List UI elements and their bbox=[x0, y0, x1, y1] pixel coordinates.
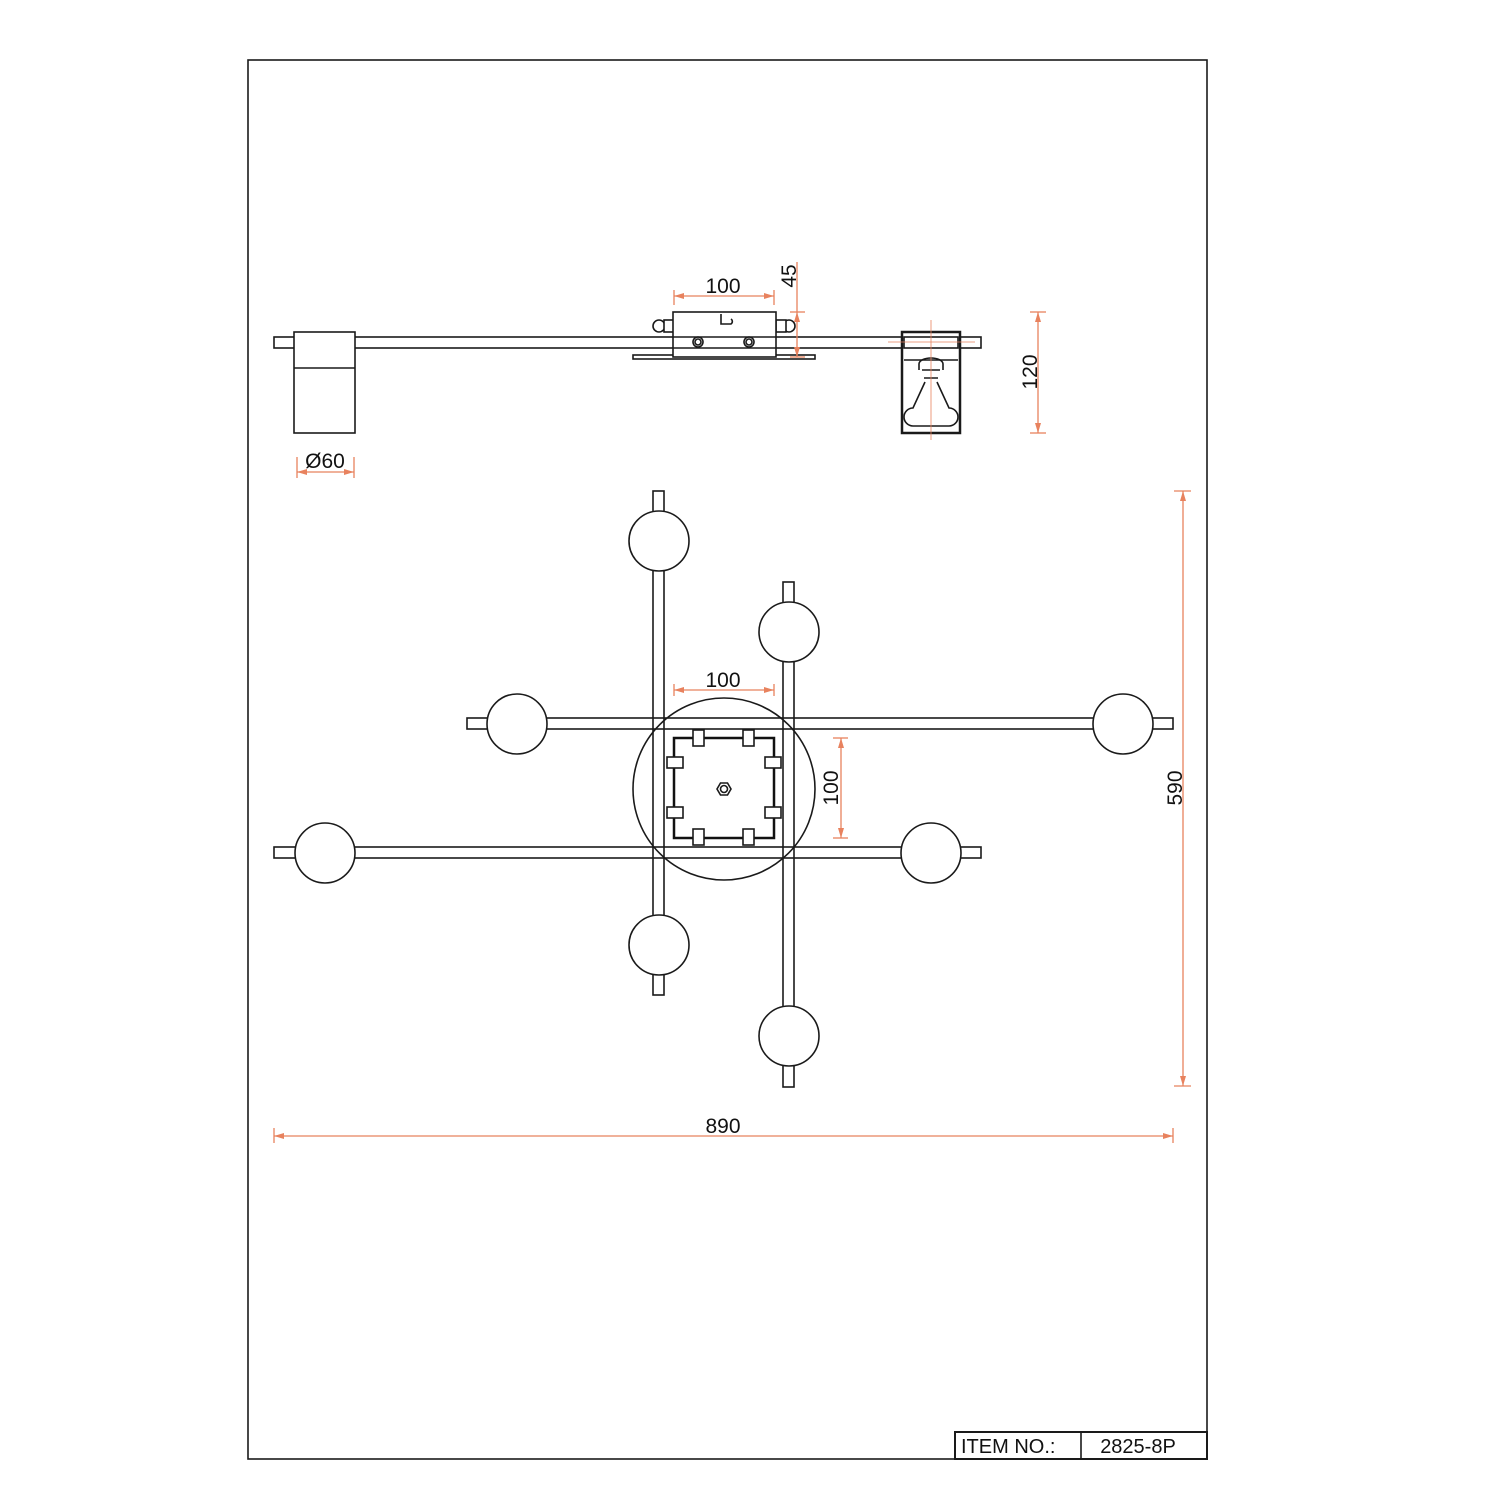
spot-heads bbox=[294, 510, 1154, 1067]
dim-label: 45 bbox=[778, 264, 801, 287]
dim-spot-diameter: Ø60 bbox=[296, 450, 355, 478]
plan-view bbox=[273, 490, 1174, 1088]
dim-label: 590 bbox=[1164, 770, 1187, 805]
dim-plate-width: 100 bbox=[673, 669, 775, 696]
arm-vertical-left bbox=[652, 490, 665, 996]
dim-plate-height: 100 bbox=[820, 737, 848, 839]
dim-label: 120 bbox=[1019, 354, 1042, 389]
item-no-value: 2825-8P bbox=[1100, 1436, 1176, 1458]
arm-vertical-right bbox=[782, 581, 795, 1088]
right-spot-with-bulb bbox=[888, 320, 975, 440]
dim-overall-height: 590 bbox=[1164, 490, 1191, 1087]
item-no-label: ITEM NO.: bbox=[961, 1436, 1055, 1458]
left-spot-cylinder bbox=[293, 331, 356, 434]
side-view bbox=[273, 311, 982, 440]
dim-label: 890 bbox=[705, 1115, 740, 1138]
side-bar bbox=[273, 336, 982, 349]
dim-side-box-width: 100 bbox=[673, 275, 775, 305]
canopy-circle bbox=[632, 697, 816, 881]
dim-label: 100 bbox=[705, 669, 740, 692]
dim-label: 100 bbox=[820, 770, 843, 805]
title-block: ITEM NO.: 2825-8P bbox=[954, 1431, 1208, 1460]
mounting-plate bbox=[672, 736, 776, 840]
dim-side-box-height: 45 bbox=[778, 262, 805, 358]
center-nut bbox=[716, 782, 732, 796]
mounting-screws bbox=[666, 729, 782, 846]
arm-horizontal-bottom bbox=[273, 846, 982, 859]
dim-spot-height: 120 bbox=[1019, 311, 1046, 434]
dim-label: Ø60 bbox=[305, 450, 345, 473]
dim-overall-width: 890 bbox=[273, 1115, 1174, 1143]
canopy-box bbox=[632, 311, 816, 360]
drawing-border bbox=[247, 59, 1208, 1460]
dim-label: 100 bbox=[705, 275, 740, 298]
arm-horizontal-top bbox=[466, 717, 1174, 730]
